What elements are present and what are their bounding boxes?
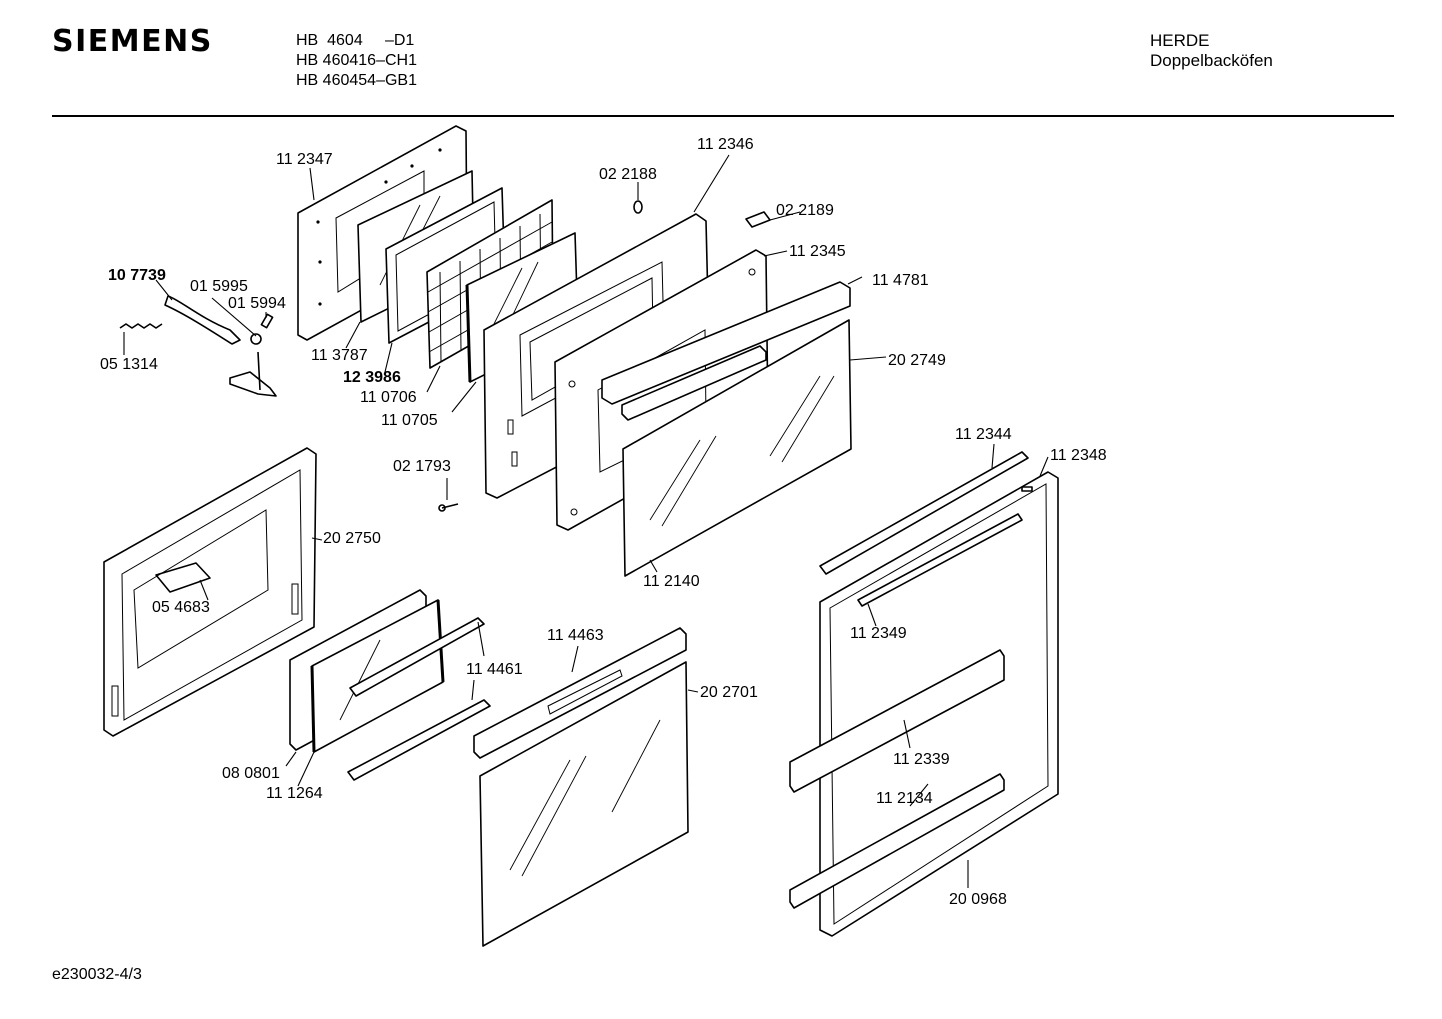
part-202749-front-glass [622,319,852,577]
part-label: 05 4683 [152,599,210,616]
model-number: HB 4604 –D1 [296,32,415,49]
part-label: 08 0801 [222,765,280,782]
category-subtitle: Doppelbacköfen [1150,51,1273,70]
part-202701-front-glass [479,661,689,947]
part-label: 02 2189 [776,202,834,219]
part-label: 01 5994 [228,295,286,312]
part-label: 11 2134 [876,790,933,807]
part-112339-crossbar [789,649,1005,793]
part-label: 11 3787 [311,347,368,364]
part-label: 11 2346 [697,136,754,153]
part-label: 11 2339 [893,751,950,768]
part-label: 20 2749 [888,352,946,369]
model-list: HB 4604 –D1 HB 460416–CH1 HB 460454–GB1 [296,31,417,91]
part-label: 11 2344 [955,426,1012,443]
part-022189-block [745,211,771,228]
part-112344-strip [819,451,1029,575]
part-label: 11 0706 [360,389,417,406]
part-hinge-assembly [119,295,277,397]
part-label: 20 2750 [323,530,381,547]
part-112134-crossbar [789,773,1005,909]
header-divider [52,115,1394,117]
model-number: HB 460454–GB1 [296,72,417,89]
part-label: 20 2701 [700,684,758,701]
part-114463-handle [473,627,687,759]
part-021793-pin [438,503,459,512]
part-label: 20 0968 [949,891,1007,908]
category-title: HERDE [1150,31,1210,50]
part-label: 02 2188 [599,166,657,183]
part-114461-rail [347,617,491,781]
leader-lines [123,154,1049,888]
part-114781-handle-bar [601,281,851,421]
part-022188-clip [633,200,643,214]
part-label: 12 3986 [343,369,401,386]
part-label: 11 1264 [266,785,323,802]
part-112349-strip [857,513,1023,607]
part-label: 01 5995 [190,278,248,295]
brand-logo: SIEMENS [52,24,213,59]
part-label: 11 0705 [381,412,438,429]
part-label: 05 1314 [100,356,158,373]
part-label: 10 7739 [108,267,166,284]
part-label: 02 1793 [393,458,451,475]
part-label: 11 2348 [1050,447,1107,464]
part-label: 11 4461 [466,661,523,678]
part-label: 11 2345 [789,243,846,260]
part-label: 11 2140 [643,573,700,590]
category-block: HERDE Doppelbacköfen [1150,31,1273,71]
part-label: 11 2349 [850,625,907,642]
part-202750-inner-frame [103,447,317,737]
model-number: HB 460416–CH1 [296,52,417,69]
part-label: 11 4463 [547,627,604,644]
part-label: 11 4781 [872,272,929,289]
document-id: e230032-4/3 [52,966,142,983]
part-label: 11 2347 [276,151,333,168]
